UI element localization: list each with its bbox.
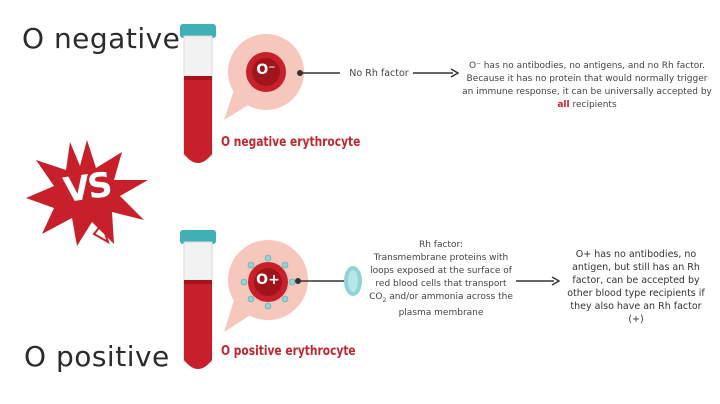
vs-burst-icon xyxy=(26,140,148,246)
no-rh-factor-text: No Rh factor xyxy=(349,68,409,79)
o-negative-arrow xyxy=(413,68,459,78)
o-negative-title: O negative xyxy=(22,22,181,55)
o-negative-connector-line xyxy=(297,70,340,76)
rh-factor-title: Rh factor: xyxy=(418,240,464,250)
o-negative-description: O⁻ has no antibodies, no antigens, and n… xyxy=(462,61,712,110)
rh-factor-description: Rh factor: Transmembrane proteins with l… xyxy=(366,239,516,320)
o-positive-description: O+ has no antibodies, no antigen, but st… xyxy=(567,249,705,325)
o-negative-cell-symbol: O⁻ xyxy=(256,62,276,78)
o-positive-title: O positive xyxy=(24,340,170,373)
o-positive-erythrocyte xyxy=(240,254,296,310)
o-positive-erythrocyte-label: O positive erythrocyte xyxy=(221,344,356,359)
o-positive-cell-symbol: O+ xyxy=(256,272,280,288)
o-negative-erythrocyte-label: O negative erythrocyte xyxy=(221,135,361,150)
o-negative-erythrocyte xyxy=(246,52,286,92)
o-positive-arrow xyxy=(516,276,560,286)
all-highlight: all xyxy=(557,100,570,110)
o-positive-connector-line xyxy=(295,278,344,284)
o-negative-test-tube xyxy=(180,24,216,163)
rh-protein-icon xyxy=(344,266,362,296)
o-positive-test-tube xyxy=(180,230,216,369)
